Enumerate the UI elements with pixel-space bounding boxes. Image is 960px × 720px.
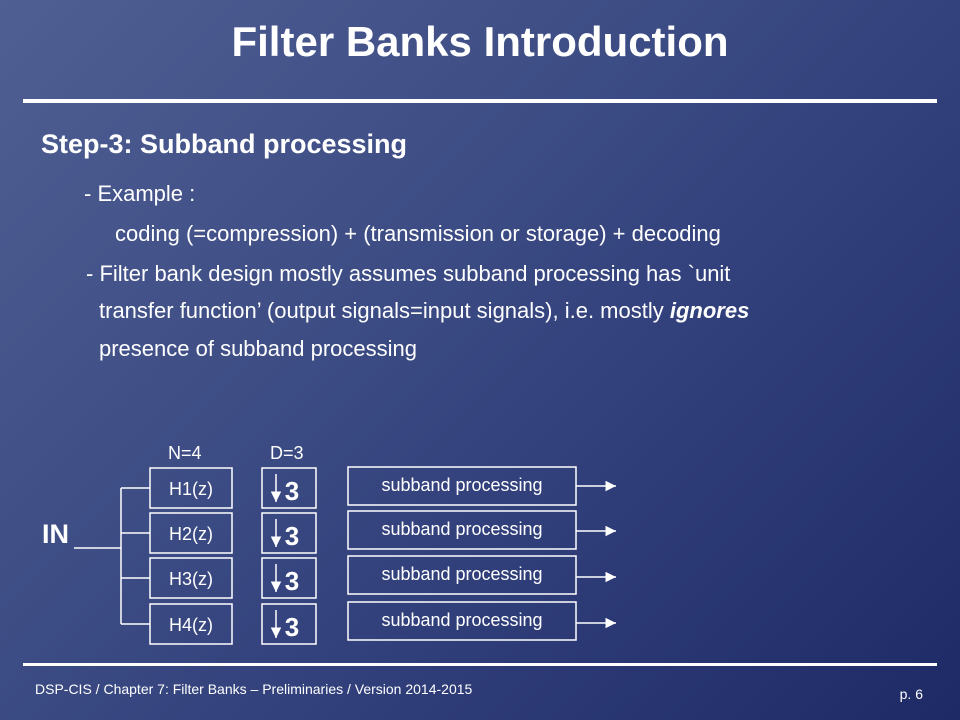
processing-label: subband processing bbox=[381, 519, 542, 539]
filter-label: H3(z) bbox=[169, 569, 213, 589]
filter-box bbox=[149, 467, 233, 509]
footer-text: DSP-CIS / Chapter 7: Filter Banks – Prel… bbox=[35, 681, 473, 697]
decimator-factor: 3 bbox=[285, 566, 299, 596]
filter-box bbox=[149, 557, 233, 599]
input-label: IN bbox=[42, 519, 69, 549]
footer-divider bbox=[23, 663, 937, 666]
decimator-box bbox=[261, 467, 317, 509]
filter-box bbox=[149, 512, 233, 554]
processing-box bbox=[347, 555, 577, 595]
d-label: D=3 bbox=[270, 443, 304, 463]
bullet-design-line2: transfer function’ (output signals=input… bbox=[99, 298, 749, 324]
decimator-box bbox=[261, 512, 317, 554]
filter-box bbox=[149, 603, 233, 645]
bullet-example-detail: coding (=compression) + (transmission or… bbox=[115, 221, 721, 246]
bullet-design-line1: - Filter bank design mostly assumes subb… bbox=[86, 261, 731, 286]
decimator-box bbox=[261, 603, 317, 645]
decimator-factor: 3 bbox=[285, 612, 299, 642]
decimator-box bbox=[261, 557, 317, 599]
title-divider bbox=[23, 99, 937, 103]
bullet-design-line3: presence of subband processing bbox=[99, 336, 417, 361]
n-label: N=4 bbox=[168, 443, 202, 463]
processing-label: subband processing bbox=[381, 475, 542, 495]
filter-label: H4(z) bbox=[169, 615, 213, 635]
processing-box bbox=[347, 601, 577, 641]
filter-label: H1(z) bbox=[169, 479, 213, 499]
step-heading: Step-3: Subband processing bbox=[41, 129, 408, 159]
emphasis-ignores: ignores bbox=[669, 298, 750, 323]
decimator-factor: 3 bbox=[285, 521, 299, 551]
page-number: p. 6 bbox=[899, 686, 923, 702]
decimator-factor: 3 bbox=[285, 476, 299, 506]
filter-label: H2(z) bbox=[169, 524, 213, 544]
processing-label: subband processing bbox=[381, 610, 542, 630]
processing-label: subband processing bbox=[381, 564, 542, 584]
processing-box bbox=[347, 510, 577, 550]
bullet-example: - Example : bbox=[84, 181, 196, 206]
slide-title: Filter Banks Introduction bbox=[231, 18, 729, 65]
bullet-design-line2-text: transfer function’ (output signals=input… bbox=[99, 298, 670, 323]
